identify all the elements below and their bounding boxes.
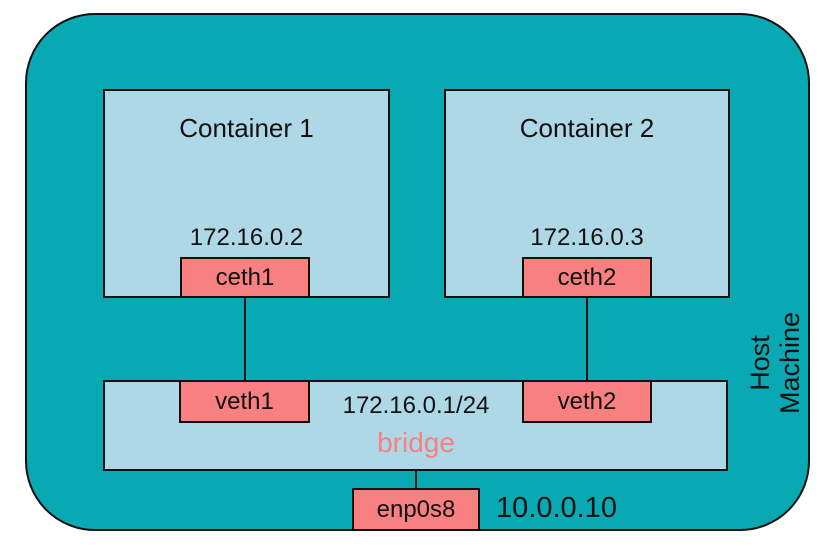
ceth2-interface-box: ceth2: [522, 257, 652, 298]
connector-ceth1-veth1: [244, 296, 246, 382]
connector-bridge-enp0s8: [415, 469, 417, 489]
enp0s8-interface-box: enp0s8: [352, 488, 480, 531]
enp0s8-interface-label: enp0s8: [376, 495, 456, 523]
container-1-title: Container 1: [179, 113, 314, 143]
connector-ceth2-veth2: [586, 296, 588, 382]
host-ip-label: 10.0.0.10: [496, 492, 617, 524]
ceth2-interface-label: ceth2: [557, 263, 617, 291]
container-2-ip-label: 172.16.0.3: [530, 224, 644, 251]
veth2-interface-label: veth2: [557, 387, 617, 415]
veth1-interface-label: veth1: [215, 387, 274, 415]
veth1-interface-box: veth1: [179, 380, 310, 423]
bridge-name-label: bridge: [377, 427, 455, 458]
veth2-interface-box: veth2: [522, 380, 652, 423]
host-machine-label-line1: Host: [744, 335, 775, 391]
container-2-title: Container 2: [519, 113, 655, 143]
ceth1-interface-label: ceth1: [215, 263, 275, 291]
host-machine-label: Host Machine: [745, 312, 805, 414]
ceth1-interface-box: ceth1: [180, 257, 310, 298]
host-machine-label-line2: Machine: [775, 311, 805, 415]
bridge-ip-label: 172.16.0.1/24: [342, 392, 490, 419]
container-1-ip-label: 172.16.0.2: [189, 224, 304, 251]
